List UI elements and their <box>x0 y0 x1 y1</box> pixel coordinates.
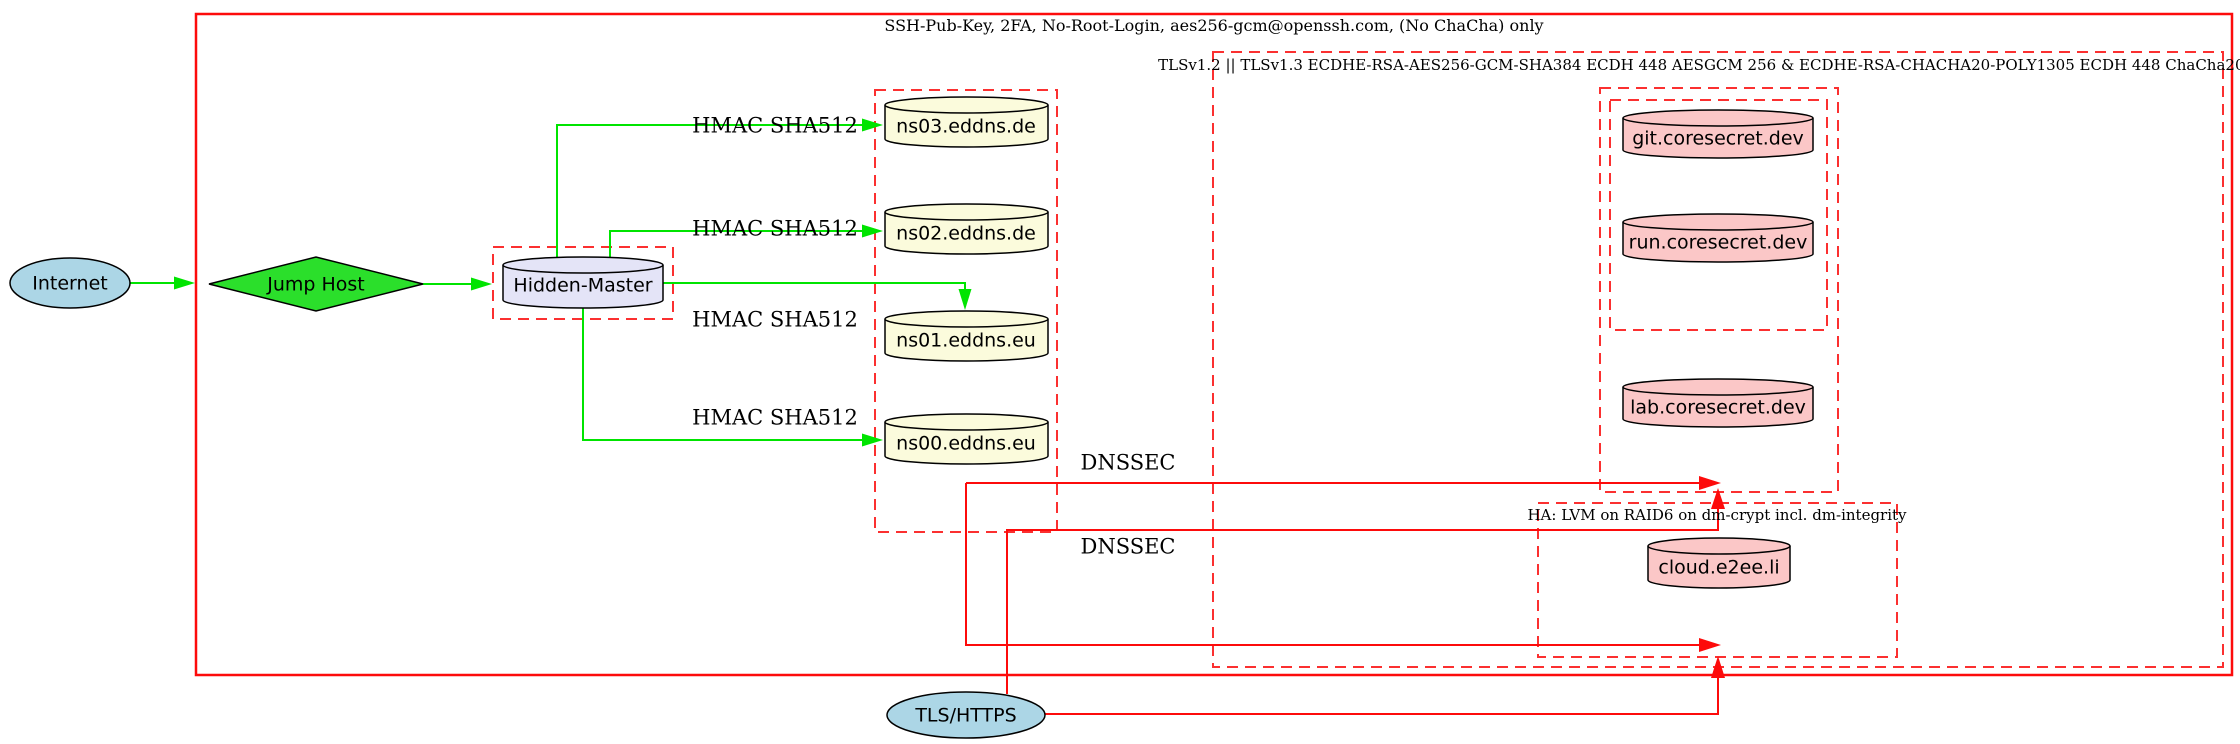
internet-node <box>9 257 131 309</box>
cloud-label: cloud.e2ee.li <box>1658 556 1780 579</box>
edge-hiddenmaster-ns03 <box>556 118 883 259</box>
internet-label: Internet <box>32 272 108 295</box>
hmac-label-ns03: HMAC SHA512 <box>692 113 858 138</box>
hmac-label-ns00: HMAC SHA512 <box>692 405 858 430</box>
tls-https-node <box>886 691 1046 739</box>
tls-cluster-label: TLSv1.2 || TLSv1.3 ECDHE-RSA-AES256-GCM-… <box>1158 55 2240 74</box>
hmac-label-ns01: HMAC SHA512 <box>692 307 858 332</box>
ha-cluster-border <box>1537 502 1898 658</box>
edge-hiddenmaster-ns00 <box>582 308 883 447</box>
ns01-node <box>884 310 1049 362</box>
ns00-label: ns00.eddns.eu <box>896 432 1036 455</box>
ha-cluster-label: HA: LVM on RAID6 on dm-crypt incl. dm-in… <box>1527 505 1907 524</box>
ns03-label: ns03.eddns.de <box>896 115 1036 138</box>
coresecret-inner-cluster-border <box>1609 99 1828 331</box>
git-node <box>1622 109 1814 159</box>
lab-node <box>1622 378 1814 428</box>
edge-hiddenmaster-ns02 <box>609 224 883 259</box>
git-label: git.coresecret.dev <box>1632 127 1804 150</box>
edge-internet-jumphost <box>130 276 195 290</box>
ns02-label: ns02.eddns.de <box>896 222 1036 245</box>
edge-tls-ha <box>1045 656 1725 715</box>
ssh-cluster-border <box>194 12 2234 677</box>
ns00-node <box>884 413 1049 465</box>
edge-hiddenmaster-ns01 <box>663 282 972 310</box>
ssh-cluster-label: SSH-Pub-Key, 2FA, No-Root-Login, aes256-… <box>884 16 1544 36</box>
lab-label: lab.coresecret.dev <box>1630 396 1806 419</box>
dnssec-label-1: DNSSEC <box>1080 450 1176 475</box>
edge-jumphost-hiddenmaster <box>423 277 492 291</box>
cloud-node <box>1647 537 1791 589</box>
tls-https-label: TLS/HTTPS <box>915 704 1017 727</box>
ns03-node <box>884 96 1049 148</box>
run-node <box>1622 213 1814 263</box>
edge-dnssec-1 <box>966 476 1721 490</box>
edge-dnssec-2 <box>965 483 1721 652</box>
jump-host-label: Jump Host <box>267 273 365 296</box>
dnssec-label-2: DNSSEC <box>1080 534 1176 559</box>
hidden-master-label: Hidden-Master <box>513 274 653 297</box>
hidden-master-node <box>502 256 664 309</box>
ns01-label: ns01.eddns.eu <box>896 329 1036 352</box>
run-label: run.coresecret.dev <box>1628 231 1808 254</box>
ns02-node <box>884 203 1049 255</box>
ns-cluster-border <box>874 89 1058 533</box>
jump-host-node <box>208 256 424 312</box>
edge-tls-coresecret <box>1006 488 1725 694</box>
hmac-label-ns02: HMAC SHA512 <box>692 216 858 241</box>
